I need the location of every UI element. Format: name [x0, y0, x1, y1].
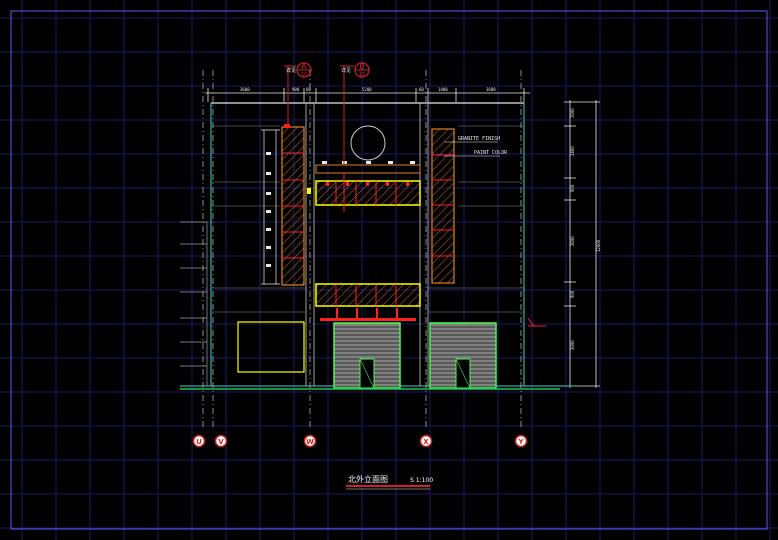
detail-marker-b-prefix: 详见: [341, 67, 351, 74]
detail-marker-b-sheet: 10: [359, 72, 365, 78]
ground-line: [180, 385, 575, 390]
axis-bubble-x: X: [419, 434, 433, 448]
right-vertical-panel: [431, 128, 455, 284]
level-marker: [527, 317, 546, 327]
svg-text:60: 60: [306, 87, 311, 92]
svg-text:900: 900: [570, 184, 575, 192]
svg-text:5200: 5200: [362, 87, 372, 92]
round-window: [350, 125, 386, 161]
axis-bubble-y-label: Y: [517, 438, 524, 446]
top-dimension-values: 3600 900 60 5200 60 1400 3600: [240, 87, 496, 92]
svg-text:900: 900: [570, 290, 575, 298]
drawing-scale: S 1:100: [410, 477, 433, 484]
top-dimension-chain: [205, 88, 530, 102]
upper-window-band: [307, 161, 421, 212]
axis-bubble-w-label: W: [306, 438, 314, 446]
left-vertical-panel: [281, 124, 305, 286]
wall-finish-note-1: GRANITE FINISH: [458, 136, 500, 142]
ground-floor-window: [237, 321, 305, 373]
left-panel-dimensions: [261, 129, 280, 285]
garage-door-right: [429, 322, 497, 389]
left-panel-ticks: [266, 152, 271, 267]
axis-bubble-x-label: X: [423, 438, 429, 446]
detail-marker-b-letter: B: [359, 62, 365, 71]
svg-text:3600: 3600: [240, 87, 250, 92]
right-dimension-values: 1000 2400 900 3600 900 3000 12000: [570, 108, 601, 350]
axis-lines: [202, 70, 522, 430]
sheet-frame: [10, 10, 768, 530]
svg-text:1400: 1400: [438, 87, 448, 92]
axis-bubble-y: Y: [514, 434, 528, 448]
svg-text:3600: 3600: [486, 87, 496, 92]
svg-text:60: 60: [419, 87, 424, 92]
axis-bubble-u: U: [192, 434, 206, 448]
svg-text:12000: 12000: [596, 239, 601, 252]
svg-text:1000: 1000: [570, 108, 575, 118]
detail-marker-a-letter: A: [301, 62, 307, 71]
svg-text:2400: 2400: [570, 146, 575, 156]
detail-marker-a-prefix: 详见: [286, 67, 296, 74]
axis-bubble-u-label: U: [196, 438, 202, 446]
left-side-wall: [180, 221, 208, 386]
lower-window-band: [315, 283, 421, 321]
garage-door-left: [333, 322, 401, 389]
axis-bubble-v-label: V: [218, 438, 224, 446]
drawing-title: 北外立面图: [348, 474, 388, 484]
wall-finish-leaders: [444, 141, 500, 157]
axis-bubble-v: V: [214, 434, 228, 448]
detail-marker-a: A 10 详见: [284, 62, 312, 124]
wall-finish-note-2: PAINT COLOR: [474, 150, 508, 156]
svg-text:900: 900: [292, 87, 300, 92]
axis-bubble-w: W: [303, 434, 317, 448]
svg-text:3600: 3600: [570, 236, 575, 246]
detail-marker-a-sheet: 10: [301, 72, 307, 78]
detail-marker-b: B 10 详见: [340, 62, 370, 165]
svg-text:3000: 3000: [570, 340, 575, 350]
drawing-title-block: 北外立面图 S 1:100: [346, 474, 433, 490]
building-outline: [210, 102, 525, 387]
